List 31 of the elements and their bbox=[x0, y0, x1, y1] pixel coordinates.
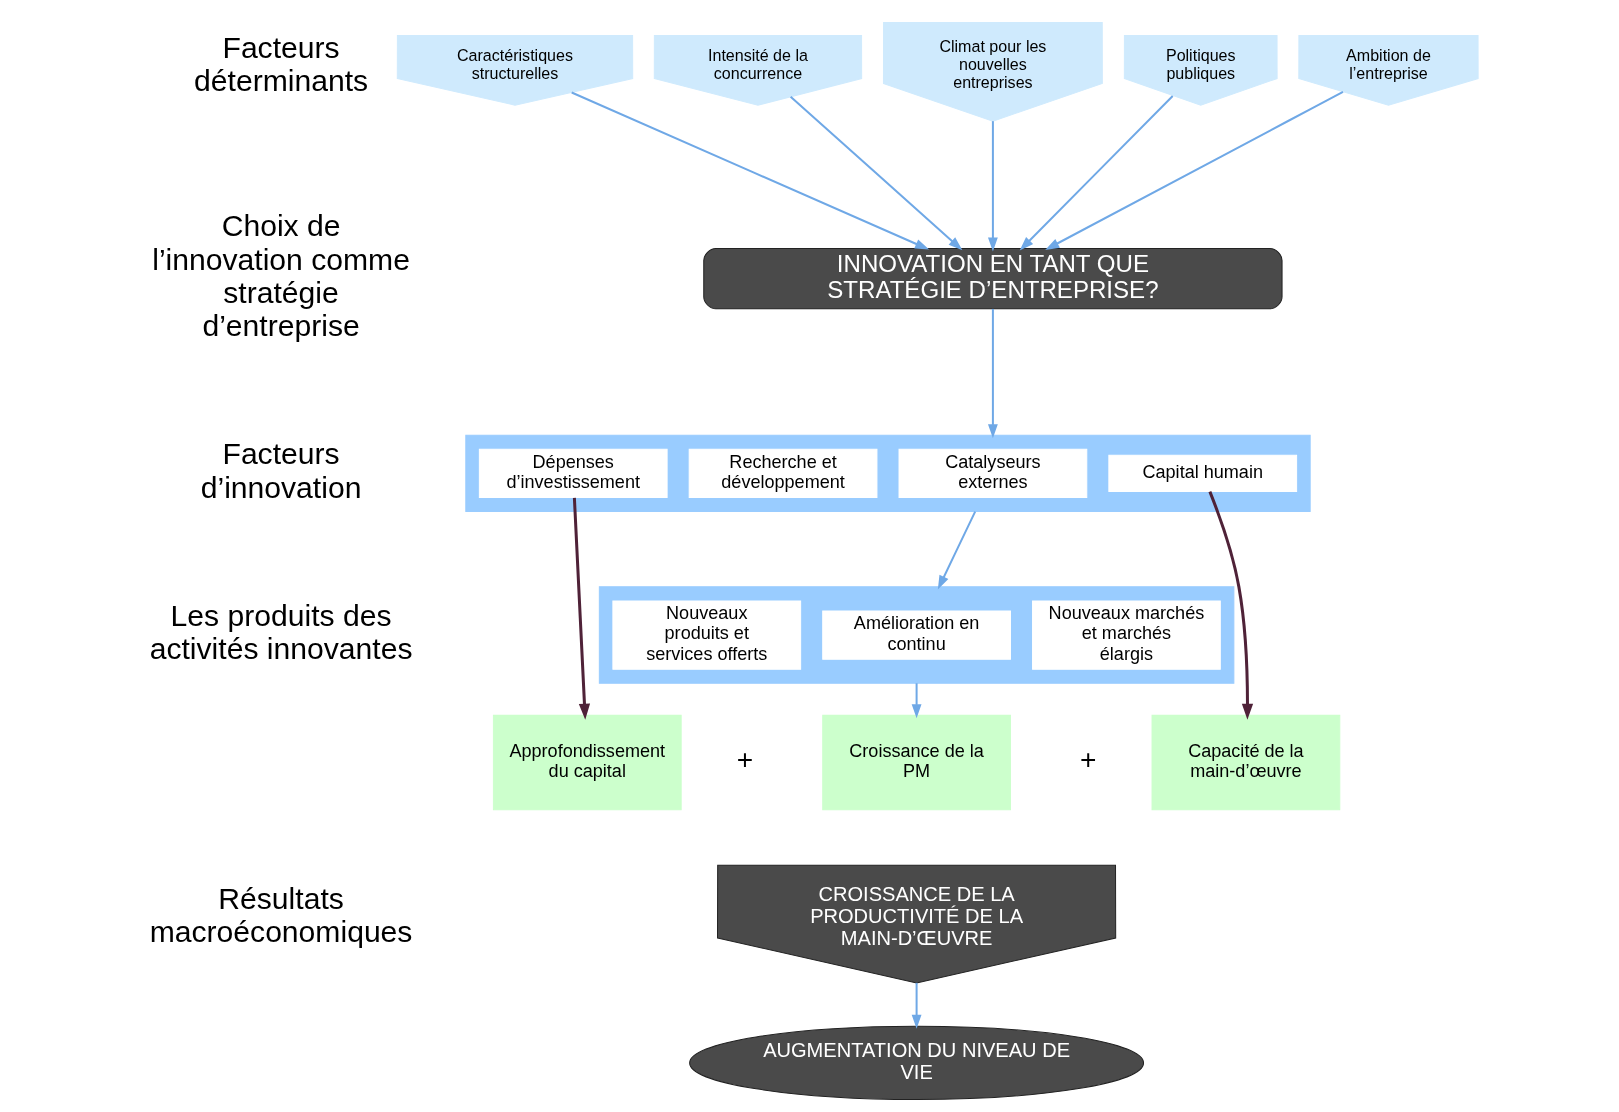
node-ellipse: AUGMENTATION DU NIVEAU DE VIE bbox=[688, 1025, 1144, 1101]
arrow bbox=[937, 511, 976, 590]
node-box: Nouveaux produits et services offerts bbox=[611, 600, 801, 670]
arrow bbox=[1019, 95, 1173, 251]
node-box: Capital humain bbox=[1107, 454, 1297, 492]
arrow bbox=[911, 982, 922, 1029]
node-box: Nouveaux marchés et marchés élargis bbox=[1031, 600, 1221, 670]
label: + bbox=[736, 744, 753, 776]
label: Les produits des activités innovantes bbox=[149, 599, 412, 666]
node-box: Croissance de la PM bbox=[821, 714, 1011, 811]
label: Résultats macroéconomiques bbox=[149, 881, 412, 948]
node-box: Capacité de la main-d’œuvre bbox=[1151, 714, 1340, 811]
label: Facteurs d’innovation bbox=[200, 437, 361, 504]
arrow bbox=[987, 308, 998, 439]
node-box: Approfondissement du capital bbox=[492, 714, 682, 811]
arrow bbox=[987, 121, 998, 252]
arrow bbox=[911, 683, 922, 719]
node-box: INNOVATION EN TANT QUE STRATÉGIE D’ENTREPRISE? bbox=[702, 248, 1283, 310]
cluster bbox=[464, 434, 1311, 513]
arrow bbox=[789, 96, 962, 251]
cluster bbox=[598, 586, 1234, 684]
node-box: Dépenses d’investissement bbox=[478, 448, 668, 498]
arrow bbox=[572, 497, 590, 720]
arrow bbox=[570, 91, 929, 250]
label: Facteurs déterminants bbox=[193, 30, 368, 97]
label: Choix de l’innovation comme stratégie d’entreprise bbox=[151, 209, 410, 342]
node-box: Amélioration en continu bbox=[821, 610, 1011, 660]
node-box: Catalyseurs externes bbox=[898, 448, 1087, 498]
arrow bbox=[1044, 90, 1343, 250]
label: + bbox=[1079, 744, 1096, 776]
node-box: Recherche et développement bbox=[688, 448, 877, 498]
